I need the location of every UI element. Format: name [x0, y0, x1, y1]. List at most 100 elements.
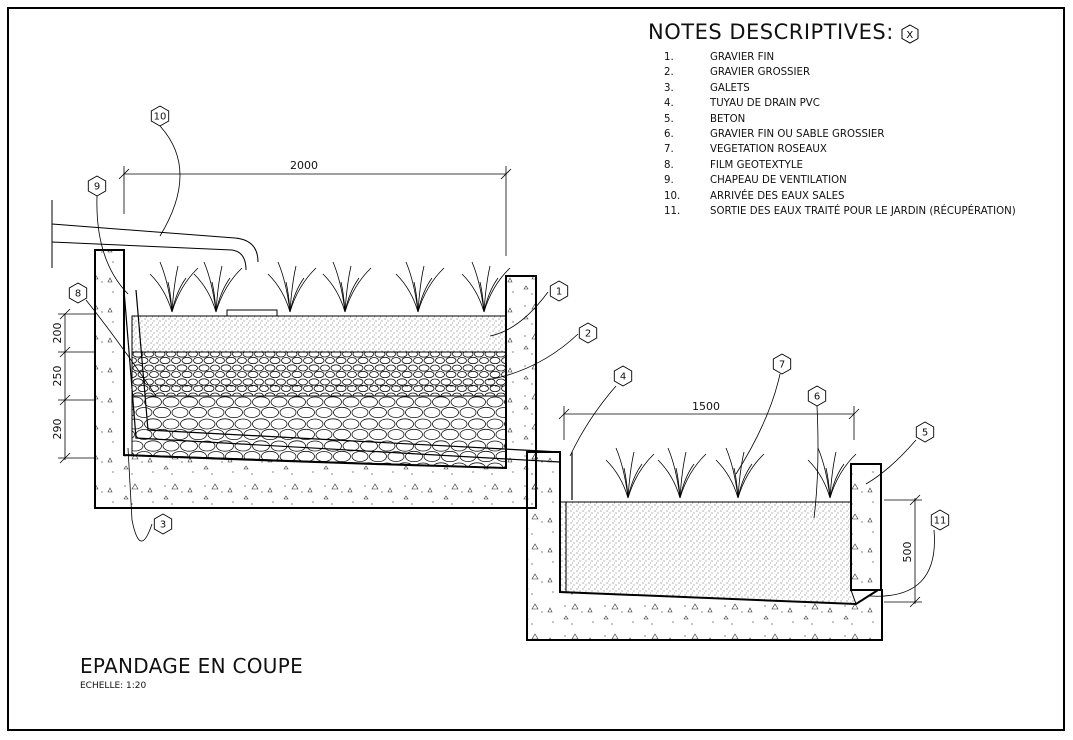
callout-leader	[735, 373, 781, 475]
note-text: ARRIVÉE DES EAUX SALES	[710, 190, 845, 202]
reed-blade	[395, 273, 419, 313]
callout-hexagon	[807, 385, 827, 407]
reed-blade	[675, 467, 681, 499]
callout-4: 4	[569, 365, 633, 457]
note-text: BETON	[710, 113, 746, 125]
drawing-scale: ECHELLE: 1:20	[80, 681, 147, 691]
callout-number: 11	[934, 516, 947, 527]
reed-blade	[203, 261, 217, 313]
note-number: 2.	[664, 67, 674, 79]
reed-blade	[277, 261, 291, 313]
note-item: 11.SORTIE DES EAUX TRAITÉ POUR LE JARDIN…	[648, 204, 1016, 219]
reed-blade	[737, 463, 753, 499]
callout-leader	[96, 195, 129, 295]
reed-blade	[679, 463, 695, 499]
note-text: CHAPEAU DE VENTILATION	[710, 175, 847, 187]
reed-blade	[483, 267, 511, 313]
note-item: 8. FILM GEOTEXTYLE	[648, 158, 1016, 173]
reed-blade	[171, 267, 199, 313]
reed-blade	[807, 459, 831, 499]
reed-blade	[215, 277, 231, 313]
callout-leader	[813, 405, 819, 519]
callout-7: 7	[735, 353, 792, 475]
note-item: 3.GALETS	[648, 81, 1016, 96]
callout-leader	[159, 125, 181, 237]
reed-blade	[159, 261, 173, 313]
reed-blade	[289, 277, 305, 313]
callout-hexagon	[150, 105, 170, 127]
dim-290-text: 290	[51, 419, 64, 440]
callout-number: 5	[922, 428, 928, 439]
callout-number: 8	[75, 289, 81, 300]
note-number: 5.	[664, 113, 674, 125]
note-text: VEGETATION ROSEAUX	[710, 144, 827, 156]
callout-2: 2	[487, 322, 598, 381]
note-number: 4.	[664, 98, 674, 110]
reed-blade	[289, 265, 297, 313]
callout-hexagon	[87, 175, 107, 197]
notes-badge-text: X	[906, 30, 913, 41]
dimension-width-left	[118, 166, 512, 256]
sheet-frame	[7, 7, 1065, 731]
reed-blade	[340, 281, 346, 313]
reed-blade	[737, 451, 745, 499]
reed-plants-left	[149, 261, 511, 313]
reed-blade	[171, 265, 179, 313]
notes-title-text: NOTES DESCRIPTIVES:	[648, 20, 894, 44]
dim-1500-text: 1500	[692, 400, 720, 413]
note-item: 2. GRAVIER GROSSIER	[648, 65, 1016, 80]
callout-number: 10	[154, 112, 167, 123]
note-number: 1.	[664, 52, 674, 63]
reed-blade	[193, 273, 217, 313]
reed-blade	[267, 273, 291, 313]
callout-leader	[865, 439, 917, 485]
reed-blade	[405, 261, 419, 313]
note-item: 9.CHAPEAU DE VENTILATION	[648, 173, 1016, 188]
note-text: GRAVIER FIN OU SABLE GROSSIER	[710, 129, 885, 141]
reed-blade	[483, 265, 491, 313]
reed-blade	[829, 463, 845, 499]
reed-blade	[479, 281, 485, 313]
reed-blade	[417, 277, 433, 313]
dimension-width-right	[558, 406, 860, 440]
note-number: 10.	[664, 190, 681, 202]
reed-blade	[461, 273, 485, 313]
note-number: 8.	[664, 159, 674, 171]
reed-blade	[817, 447, 831, 499]
dim-500-text: 500	[901, 542, 914, 563]
note-text: GRAVIER FIN	[710, 52, 775, 63]
note-text: FILM GEOTEXTYLE	[710, 159, 803, 171]
callout-leader	[85, 299, 157, 397]
reed-blade	[737, 453, 765, 499]
callout-5: 5	[865, 421, 935, 485]
reed-blade	[829, 453, 857, 499]
reed-blade	[657, 459, 681, 499]
reed-blade	[211, 281, 217, 313]
note-text: GRAVIER GROSSIER	[710, 67, 811, 79]
callout-leader	[487, 333, 579, 381]
note-item: 6. GRAVIER FIN OU SABLE GROSSIER	[648, 127, 1016, 142]
dim-2000-text: 2000	[290, 159, 318, 172]
right-tank	[526, 451, 883, 641]
reed-blade	[615, 447, 629, 499]
callout-leader	[569, 385, 617, 457]
reed-blade	[413, 281, 419, 313]
notes-panel: NOTES DESCRIPTIVES: X 1. GRAVIER FIN 2. GRA…	[648, 20, 1016, 219]
reed-blade	[149, 273, 173, 313]
reed-blade	[667, 447, 681, 499]
callout-number: 1	[556, 287, 562, 298]
reed-blade	[627, 453, 655, 499]
callout-number: 4	[620, 372, 626, 383]
reed-blade	[605, 459, 629, 499]
reed-blade	[829, 451, 837, 499]
reed-blade	[167, 281, 173, 313]
note-item: 4.TUYAU DE DRAIN PVC	[648, 96, 1016, 111]
reed-blade	[332, 261, 346, 313]
callout-10: 10	[150, 105, 181, 237]
callout-leader	[127, 447, 153, 542]
reed-blade	[733, 467, 739, 499]
note-number: 6.	[664, 129, 674, 141]
reed-blade	[285, 281, 291, 313]
